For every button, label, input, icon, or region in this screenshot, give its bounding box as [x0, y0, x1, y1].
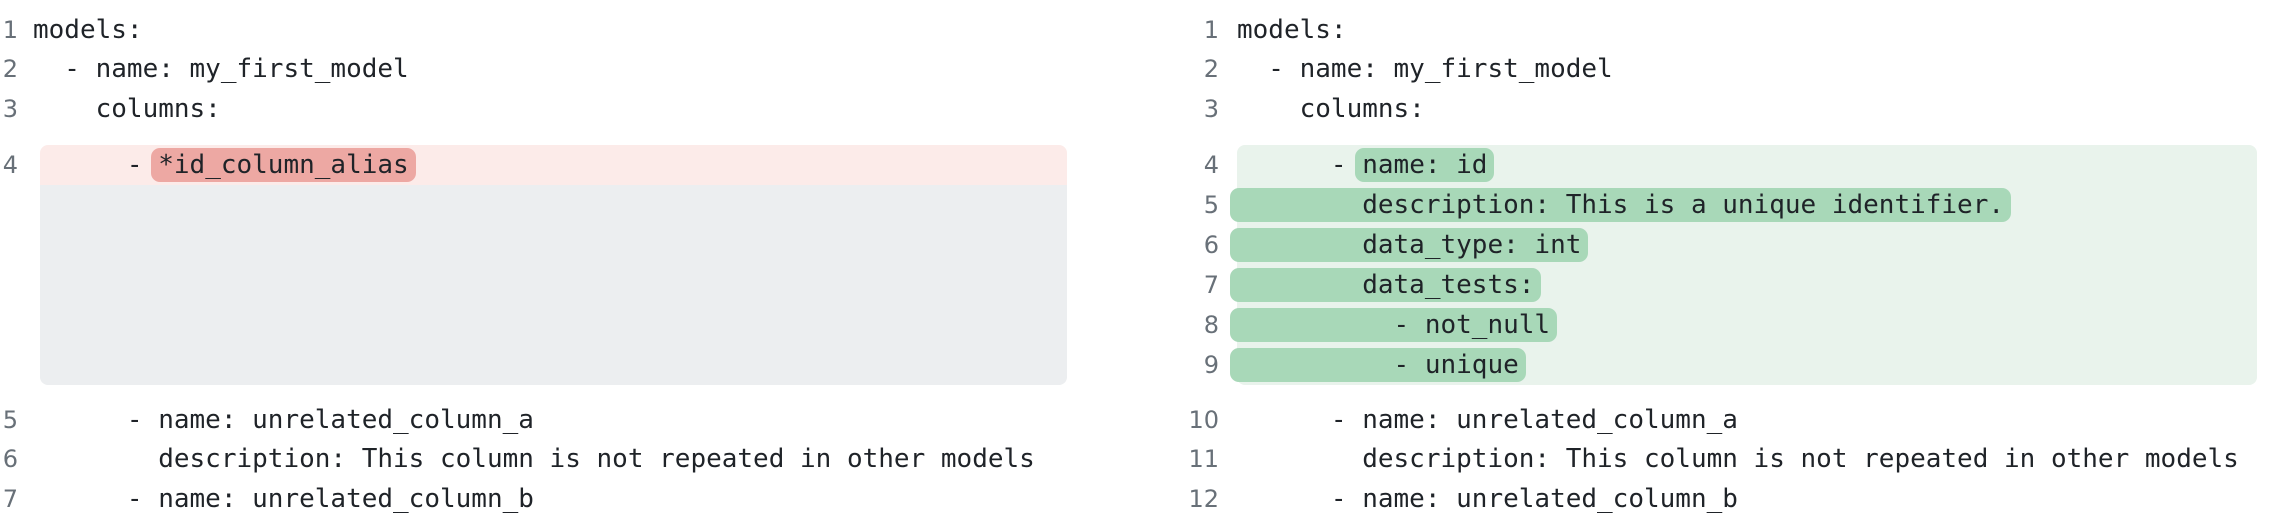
diff-line: 2 - name: my_first_model	[1139, 50, 2278, 90]
code-text: description: This column is not repeated…	[33, 444, 1035, 475]
diff-line: 5 - name: unrelated_column_a	[0, 400, 1139, 440]
removed-token: *id_column_alias	[151, 148, 416, 182]
diff-line: 4 - name: id	[1139, 145, 2278, 185]
diff-line: 9 - unique	[1139, 345, 2278, 385]
diff-filler-block	[40, 185, 1067, 385]
line-number: 9	[1203, 351, 1219, 379]
added-token: data_type: int	[1230, 228, 1589, 262]
diff-line: 1 models:	[0, 10, 1139, 50]
code-text: - not_null	[1230, 308, 1558, 342]
line-number: 5	[2, 405, 18, 434]
diff-line: 1 models:	[1139, 10, 2278, 50]
code-text: - name: unrelated_column_a	[1237, 404, 1738, 435]
code-text: data_tests:	[1230, 268, 1542, 302]
code-text: data_type: int	[1230, 228, 1589, 262]
line-number: 4	[1203, 151, 1219, 179]
code-text: - name: unrelated_column_a	[33, 404, 534, 435]
diff-line: 6 description: This column is not repeat…	[0, 440, 1139, 480]
code-text: - name: unrelated_column_b	[1237, 483, 1738, 514]
line-number: 6	[2, 445, 18, 474]
added-token: - unique	[1230, 348, 1526, 382]
code-text: - unique	[1230, 348, 1526, 382]
code-text: columns:	[1237, 93, 1425, 124]
code-text: - name: id	[1237, 148, 1495, 182]
code-text: models:	[1237, 14, 1347, 45]
added-token: name: id	[1355, 148, 1495, 182]
diff-line: 3 columns:	[1139, 89, 2278, 129]
added-token: data_tests:	[1230, 268, 1542, 302]
code-text: description: This column is not repeated…	[1237, 444, 2239, 475]
line-number: 6	[1203, 231, 1219, 259]
code-text: - name: unrelated_column_b	[33, 483, 534, 514]
code-text: - name: my_first_model	[1237, 54, 1613, 85]
line-number: 7	[2, 484, 18, 513]
added-token: description: This is a unique identifier…	[1230, 188, 2012, 222]
line-number: 3	[2, 94, 18, 123]
line-number: 5	[1203, 191, 1219, 219]
diff-line: 7 - name: unrelated_column_b	[0, 479, 1139, 519]
line-number: 10	[1188, 405, 1219, 434]
diff-line: 7 data_tests:	[1139, 265, 2278, 305]
diff-line: 5 description: This is a unique identifi…	[1139, 185, 2278, 225]
line-number: 1	[1203, 15, 1219, 44]
code-text: description: This is a unique identifier…	[1230, 188, 2012, 222]
diff-line: 2 - name: my_first_model	[0, 50, 1139, 90]
line-number: 12	[1188, 484, 1219, 513]
diff-line: 3 columns:	[0, 89, 1139, 129]
code-text: columns:	[33, 93, 221, 124]
line-number: 3	[1203, 94, 1219, 123]
code-text: - *id_column_alias	[33, 148, 416, 182]
line-number: 1	[2, 15, 18, 44]
diff-line: 11 description: This column is not repea…	[1139, 440, 2278, 480]
line-number: 7	[1203, 271, 1219, 299]
line-number: 4	[2, 151, 18, 179]
line-number: 2	[1203, 55, 1219, 84]
diff-line: 4 - *id_column_alias	[0, 145, 1139, 185]
diff-line: 10 - name: unrelated_column_a	[1139, 400, 2278, 440]
added-token: - not_null	[1230, 308, 1558, 342]
line-number: 8	[1203, 311, 1219, 339]
diff-line: 12 - name: unrelated_column_b	[1139, 479, 2278, 519]
line-number: 11	[1188, 445, 1219, 474]
diff-line: 6 data_type: int	[1139, 225, 2278, 265]
code-text: models:	[33, 14, 143, 45]
code-text: - name: my_first_model	[33, 54, 409, 85]
diff-line: 8 - not_null	[1139, 305, 2278, 345]
line-number: 2	[2, 55, 18, 84]
